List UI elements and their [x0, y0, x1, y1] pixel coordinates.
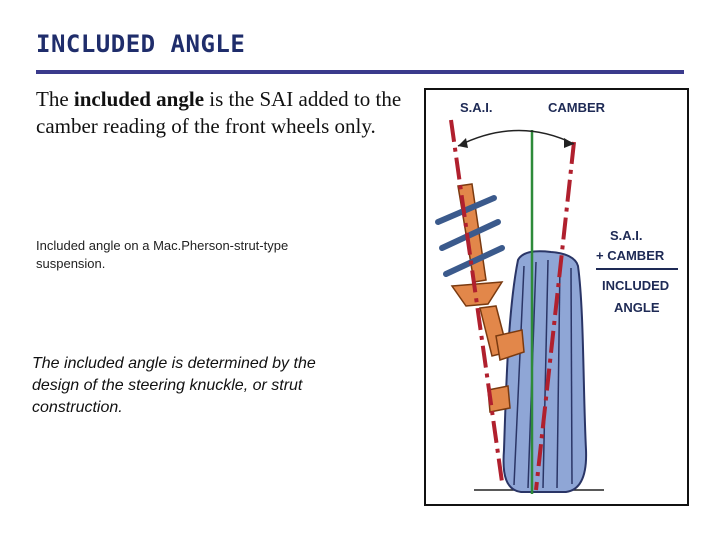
camber-line [534, 141, 576, 491]
body-paragraph: The included angle is the SAI added to t… [36, 86, 416, 140]
body-text-end: is the SAI added to the camber reading o… [36, 87, 402, 138]
body-text-start: The [36, 87, 74, 111]
coil-spring [435, 195, 505, 277]
label-result-line1: INCLUDED [602, 278, 669, 293]
label-sai: S.A.I. [460, 100, 493, 115]
arc-arrowhead-left [458, 138, 468, 148]
tire [502, 250, 588, 493]
label-sum-line1: S.A.I. [610, 228, 643, 243]
title-divider [36, 70, 684, 74]
note-caption: The included angle is determined by the … [32, 355, 316, 416]
sai-line [449, 119, 504, 483]
body-term-included-angle: included angle [73, 87, 205, 111]
arc-arrowhead-right [564, 138, 574, 148]
diagram-svg: S.A.I. CAMBER S.A.I. + CAMBER INCLUDED A… [435, 100, 678, 494]
label-camber: CAMBER [548, 100, 606, 115]
label-sum-line2: + CAMBER [596, 248, 665, 263]
included-angle-diagram: S.A.I. CAMBER S.A.I. + CAMBER INCLUDED A… [424, 88, 689, 506]
figure-caption: Included angle on a Mac.Pherson-strut-ty… [36, 238, 289, 271]
label-result-line2: ANGLE [614, 300, 660, 315]
slide-title: INCLUDED ANGLE [36, 30, 246, 58]
angle-arc [457, 129, 575, 147]
